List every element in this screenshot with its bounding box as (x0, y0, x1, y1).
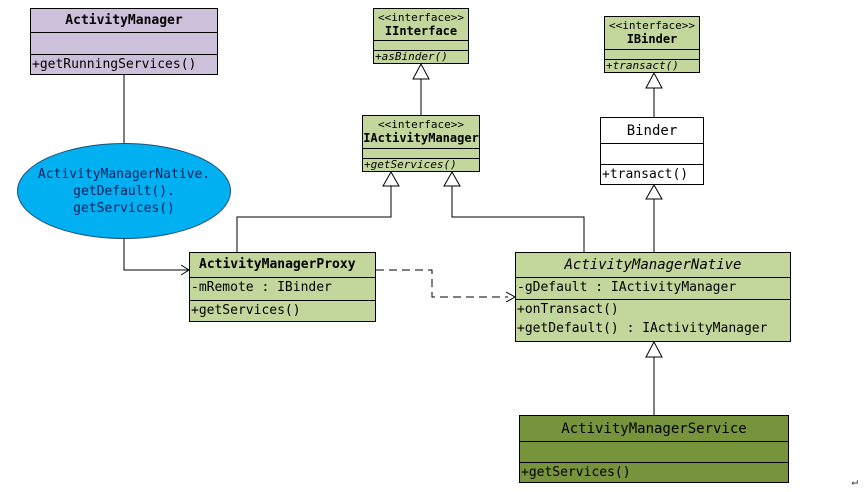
arrowhead-iinterface (412, 62, 430, 80)
method: +getRunningServices() (32, 57, 197, 72)
note-line: getDefault(). (73, 183, 175, 199)
method: +transact() (602, 167, 689, 182)
interface-iactivity-manager[interactable]: <<interface>> IActivityManager +getServi… (362, 115, 480, 172)
method: +getServices() (521, 465, 631, 480)
dependency-proxy-native (376, 269, 508, 298)
paragraph-mark: ↵ (851, 475, 858, 488)
interface-name: IInterface (384, 23, 458, 38)
class-name: ActivityManager (65, 12, 183, 28)
realization-proxy-iam (236, 186, 392, 252)
arrowhead-binder (645, 183, 663, 200)
class-name: Binder (626, 122, 678, 139)
attributes-section (601, 143, 703, 164)
interface-name: IActivityManager (363, 130, 479, 145)
class-name: ActivityManagerProxy (199, 257, 356, 272)
arrowhead-iam-right (443, 170, 461, 187)
arrowhead-dependency (505, 291, 517, 303)
class-activity-manager-proxy[interactable]: ActivityManagerProxy -mRemote : IBinder … (189, 252, 376, 322)
arrowhead-ibinder (645, 71, 663, 89)
realization-native-iam (451, 186, 585, 252)
attributes-section (520, 441, 788, 462)
arrowhead-iam-left (382, 170, 400, 187)
interface-name: IBinder (626, 31, 678, 46)
class-activity-manager[interactable]: ActivityManager +getRunningServices() (30, 8, 218, 75)
note-line: getServices() (73, 200, 175, 216)
class-activity-manager-native[interactable]: ActivityManagerNative -gDefault : IActiv… (515, 252, 791, 342)
class-name: ActivityManagerService (561, 420, 747, 437)
arrowhead-proxy (180, 264, 190, 276)
attribute: -gDefault : IActivityManager (517, 280, 737, 295)
interface-ibinder[interactable]: <<interface>> IBinder +transact() (604, 16, 700, 73)
stereotype: <<interface>> (377, 117, 465, 131)
method: +onTransact() (517, 302, 619, 317)
arrowhead-native (645, 340, 663, 358)
method: +transact() (606, 59, 679, 72)
class-name: ActivityManagerNative (564, 257, 742, 273)
method: +getServices() (191, 303, 301, 318)
stereotype: <<interface>> (608, 18, 696, 32)
class-binder[interactable]: Binder +transact() (600, 117, 704, 185)
method: +asBinder() (375, 50, 448, 63)
method: +getServices() (364, 158, 457, 171)
interface-iinterface[interactable]: <<interface>> IInterface +asBinder() (373, 8, 469, 64)
attributes-section (605, 49, 699, 59)
note-line: ActivityManagerNative. (37, 166, 211, 182)
stereotype: <<interface>> (377, 10, 465, 24)
attributes-section (363, 148, 479, 158)
attribute: -mRemote : IBinder (191, 280, 332, 295)
call-note-ellipse[interactable]: ActivityManagerNative. getDefault(). get… (17, 143, 231, 239)
attributes-section (31, 32, 217, 54)
method: +getDefault() : IActivityManager (517, 321, 768, 336)
attributes-section (374, 40, 468, 50)
class-activity-manager-service[interactable]: ActivityManagerService +getServices() (519, 415, 789, 483)
